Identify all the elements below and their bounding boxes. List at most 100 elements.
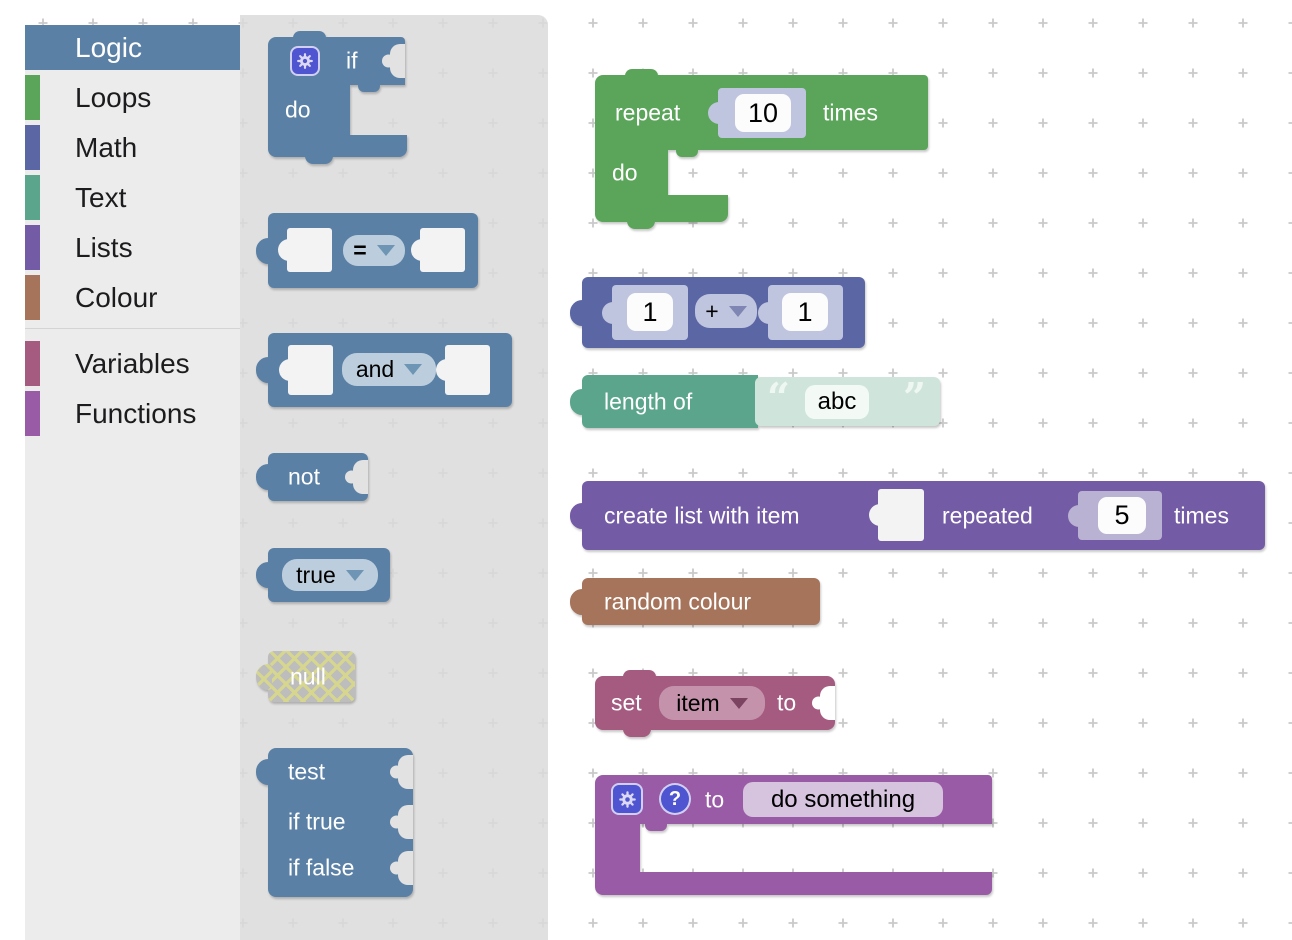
operator-value: and: [355, 356, 395, 382]
shadow-connector: [708, 102, 722, 124]
test-label: test: [288, 758, 326, 785]
text-shadow-block[interactable]: “ abc ”: [755, 374, 940, 426]
output-connector: [256, 562, 272, 588]
to-label: to: [777, 689, 797, 716]
length-of-label: length of: [604, 388, 693, 414]
category-label: Colour: [75, 281, 158, 313]
number-shadow-block[interactable]: 10: [708, 88, 806, 138]
random-colour-label: random colour: [604, 588, 752, 614]
output-connector: [570, 502, 586, 529]
toolbox-separator: [25, 328, 240, 329]
shadow-connector: [758, 301, 772, 324]
gear-icon[interactable]: [290, 46, 320, 76]
number-field[interactable]: 1: [782, 293, 828, 331]
category-loops[interactable]: Loops: [25, 75, 240, 120]
output-connector: [570, 299, 586, 326]
statement-connector: [358, 85, 380, 92]
chevron-down-icon: [376, 245, 395, 256]
category-color-swatch: [25, 225, 40, 270]
category-logic[interactable]: Logic: [25, 25, 240, 70]
function-name-field[interactable]: do something: [743, 782, 943, 817]
next-connector: [627, 221, 655, 229]
value-socket[interactable]: [287, 228, 332, 272]
gear-icon[interactable]: [611, 783, 643, 815]
operator-dropdown[interactable]: =: [343, 235, 405, 266]
operator-value: =: [353, 237, 367, 263]
shadow-connector: [1068, 504, 1082, 527]
category-text[interactable]: Text: [25, 175, 240, 220]
null-label: null: [290, 663, 326, 689]
do-label: do: [612, 159, 638, 185]
value-socket[interactable]: [878, 489, 924, 541]
number-field[interactable]: 10: [735, 94, 791, 132]
value-socket[interactable]: [420, 228, 465, 272]
category-functions[interactable]: Functions: [25, 391, 240, 436]
block-logic-null[interactable]: null: [256, 651, 355, 702]
number-field[interactable]: 1: [627, 293, 673, 331]
block-logic-boolean[interactable]: true: [256, 548, 390, 602]
block-logic-and[interactable]: and: [256, 333, 512, 407]
chevron-down-icon: [345, 569, 364, 581]
category-color-swatch: [25, 25, 40, 70]
value-socket[interactable]: [390, 44, 405, 78]
operator-dropdown[interactable]: and: [342, 353, 436, 386]
next-connector: [305, 156, 333, 164]
block-variables-set[interactable]: set item to: [595, 670, 835, 737]
block-text-length[interactable]: length of “ abc ”: [570, 374, 940, 428]
category-label: Text: [75, 181, 127, 213]
variable-value: item: [676, 689, 720, 716]
value-socket[interactable]: [398, 851, 413, 885]
number-shadow-block[interactable]: 1: [602, 285, 688, 340]
block-logic-not[interactable]: not: [256, 453, 368, 501]
variable-dropdown[interactable]: item: [659, 686, 765, 720]
output-connector: [256, 663, 272, 690]
category-variables[interactable]: Variables: [25, 341, 240, 386]
operator-dropdown[interactable]: +: [695, 294, 757, 328]
chevron-down-icon: [729, 697, 748, 709]
category-label: Functions: [75, 397, 197, 429]
boolean-dropdown[interactable]: true: [282, 559, 378, 591]
block-logic-ternary[interactable]: test if true if false: [256, 748, 413, 897]
value-socket[interactable]: [288, 345, 333, 395]
category-lists[interactable]: Lists: [25, 225, 240, 270]
number-shadow-block[interactable]: 1: [758, 285, 843, 340]
category-colour[interactable]: Colour: [25, 275, 240, 320]
block-controls-if[interactable]: if do: [268, 31, 418, 167]
toolbox: Logic Loops Math Text Lists Colour Varia…: [25, 25, 240, 940]
output-connector: [570, 588, 586, 615]
number-field[interactable]: 5: [1098, 497, 1146, 534]
value-socket[interactable]: [398, 755, 413, 789]
block-lists-repeat[interactable]: create list with item repeated 5 times: [570, 481, 1265, 550]
chevron-down-icon: [728, 305, 747, 317]
block-math-arithmetic[interactable]: 1 + 1: [570, 277, 865, 348]
prev-connector: [623, 670, 656, 677]
output-connector: [570, 388, 586, 415]
times-label: times: [1174, 502, 1229, 528]
category-color-swatch: [25, 391, 40, 436]
value-socket[interactable]: [398, 805, 413, 839]
output-connector: [256, 237, 272, 264]
open-quote: “: [767, 374, 791, 422]
category-label: Lists: [75, 231, 133, 263]
number-shadow-block[interactable]: 5: [1068, 491, 1162, 540]
do-label: do: [285, 96, 311, 123]
value-socket[interactable]: [445, 345, 490, 395]
statement-connector: [676, 150, 698, 157]
category-label: Variables: [75, 347, 190, 379]
repeated-label: repeated: [942, 502, 1033, 528]
if-label: if: [346, 47, 358, 74]
category-color-swatch: [25, 75, 40, 120]
block-logic-compare[interactable]: =: [256, 213, 478, 288]
block-controls-repeat[interactable]: repeat 10 times do: [595, 69, 930, 229]
help-icon[interactable]: ?: [659, 783, 691, 815]
category-math[interactable]: Math: [25, 125, 240, 170]
category-color-swatch: [25, 341, 40, 386]
value-socket[interactable]: [353, 460, 368, 494]
text-field[interactable]: abc: [805, 385, 869, 419]
value-socket[interactable]: [820, 686, 835, 720]
category-color-swatch: [25, 125, 40, 170]
times-label: times: [823, 99, 878, 125]
block-procedures-def[interactable]: ? to do something: [595, 771, 992, 895]
block-colour-random[interactable]: random colour: [570, 578, 820, 625]
